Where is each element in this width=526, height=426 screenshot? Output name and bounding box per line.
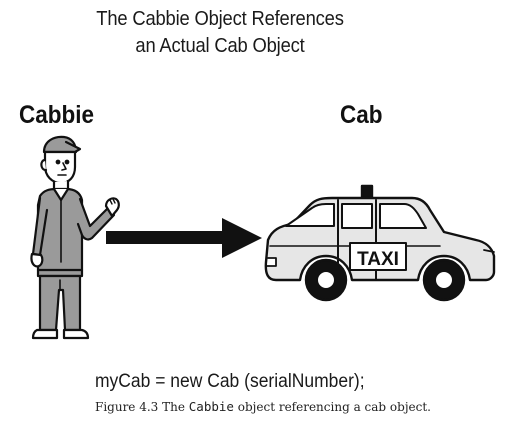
taxi-sign-text: TAXI — [357, 249, 399, 270]
caption-prefix: Figure 4.3 The — [95, 400, 189, 414]
caption-suffix: object referencing a cab object. — [233, 400, 431, 414]
person-figure-icon — [30, 135, 120, 340]
taxi-car-icon — [264, 184, 496, 302]
figure-caption: Figure 4.3 The Cabbie object referencing… — [0, 399, 526, 414]
diagram-title-line-2: an Actual Cab Object — [135, 35, 305, 57]
cab-label: Cab — [340, 101, 383, 129]
code-statement: myCab = new Cab (serialNumber); — [95, 371, 365, 392]
cabbie-label: Cabbie — [19, 101, 95, 129]
right-arrow-icon — [106, 218, 262, 258]
caption-code-word: Cabbie — [188, 399, 234, 414]
diagram-title-line-1: The Cabbie Object References — [96, 8, 344, 30]
